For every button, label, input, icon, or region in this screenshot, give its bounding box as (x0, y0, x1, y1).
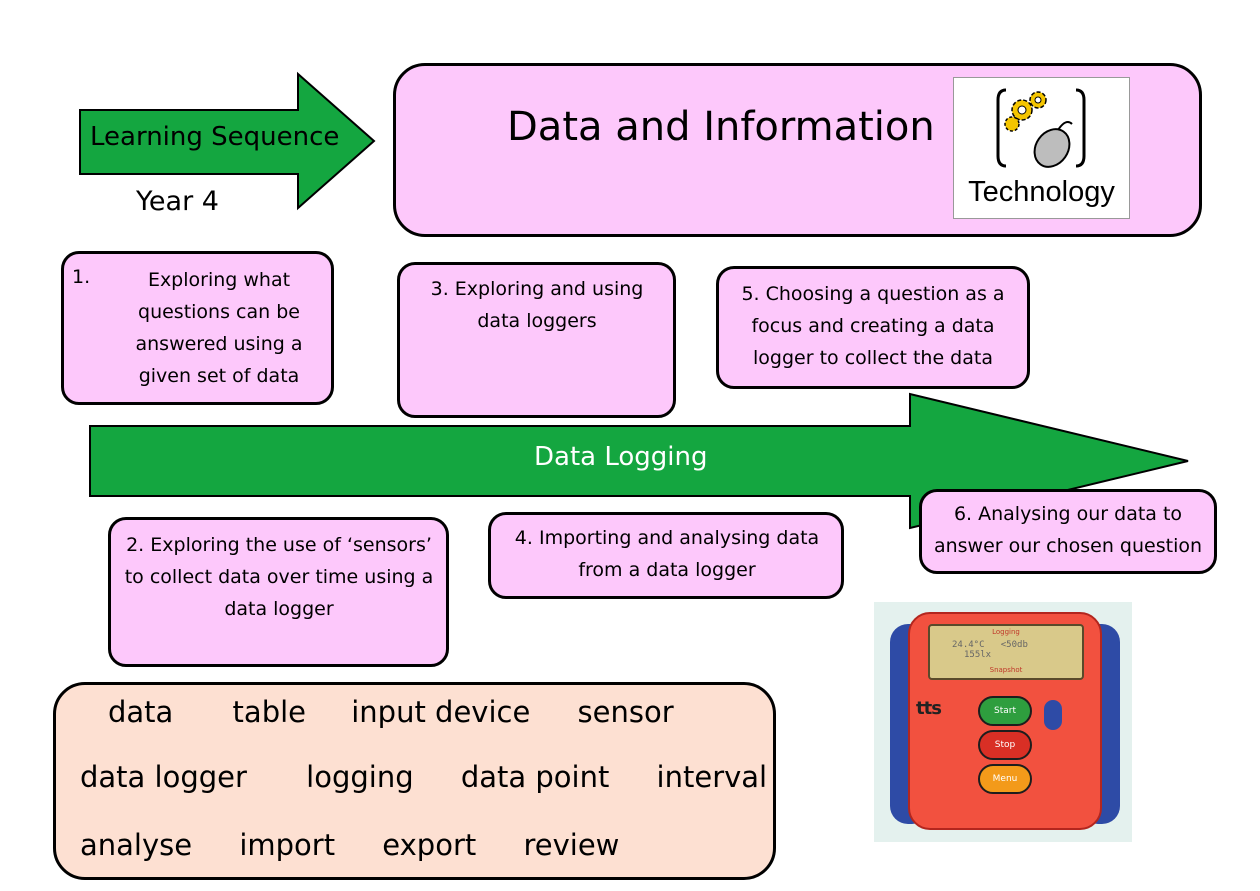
menu-button[interactable]: Menu (978, 764, 1032, 794)
vocab-word: data point (460, 760, 610, 794)
learning-sequence-label: Learning Sequence (90, 122, 340, 152)
technology-symbol: Technology (953, 77, 1130, 219)
step-6-box (919, 489, 1217, 574)
vocab-word: review (523, 828, 620, 862)
vocab-word: interval (656, 760, 768, 794)
step-1-text: Exploring what questions can be answered… (135, 269, 303, 387)
vocabulary-box (53, 682, 776, 880)
stop-button[interactable]: Stop (978, 730, 1032, 760)
vocab-word: import (239, 828, 336, 862)
vocabulary-row-1: data table input device sensor (108, 695, 674, 729)
vocab-word: data (108, 695, 174, 729)
vocab-word: input device (351, 695, 531, 729)
step-1-box (61, 251, 334, 405)
vocab-word: logging (306, 760, 414, 794)
step-2-text: 2. Exploring the use of ‘sensors’ to col… (124, 534, 434, 620)
data-logger-photo: Logging 24.4°C <50db 155lx Snapshot tts … (874, 602, 1132, 842)
device-reading-2: 155lx (964, 650, 992, 660)
stop-label: Stop (994, 740, 1016, 750)
data-logging-label: Data Logging (534, 442, 708, 472)
step-4-box (488, 512, 844, 599)
technology-label: Technology (968, 176, 1115, 208)
light-sensor-icon (1044, 700, 1062, 730)
menu-label: Menu (992, 774, 1018, 784)
vocabulary-row-2: data logger logging data point interval (80, 760, 767, 794)
device-bottom-label: Snapshot (989, 666, 1023, 674)
gears-mouse-icon (996, 88, 1086, 168)
device-screen: Logging 24.4°C <50db 155lx Snapshot (928, 624, 1084, 680)
step-3-text: 3. Exploring and using data loggers (430, 278, 644, 332)
year-label: Year 4 (136, 186, 219, 217)
start-button[interactable]: Start (978, 696, 1032, 726)
learning-sequence-arrow (79, 71, 376, 211)
step-5-text: 5. Choosing a question as a focus and cr… (741, 283, 1005, 369)
page-title: Data and Information (507, 104, 935, 150)
vocab-word: data logger (80, 760, 247, 794)
step-6-text: 6. Analysing our data to answer our chos… (933, 503, 1203, 557)
step-5-box (716, 266, 1030, 389)
device-top-label: Logging (992, 628, 1020, 636)
vocabulary-row-3: analyse import export review (80, 828, 619, 862)
device-reading-1: 24.4°C <50db (952, 640, 1028, 650)
step-2-box (108, 517, 449, 667)
start-label: Start (994, 706, 1016, 716)
vocab-word: table (232, 695, 306, 729)
vocab-word: export (382, 828, 477, 862)
step-3-box (397, 262, 676, 418)
vocab-word: sensor (577, 695, 674, 729)
step-1-number: 1. (72, 266, 91, 288)
device-brand-logo: tts (916, 698, 942, 719)
step-4-text: 4. Importing and analysing data from a d… (514, 527, 820, 581)
vocab-word: analyse (80, 828, 193, 862)
